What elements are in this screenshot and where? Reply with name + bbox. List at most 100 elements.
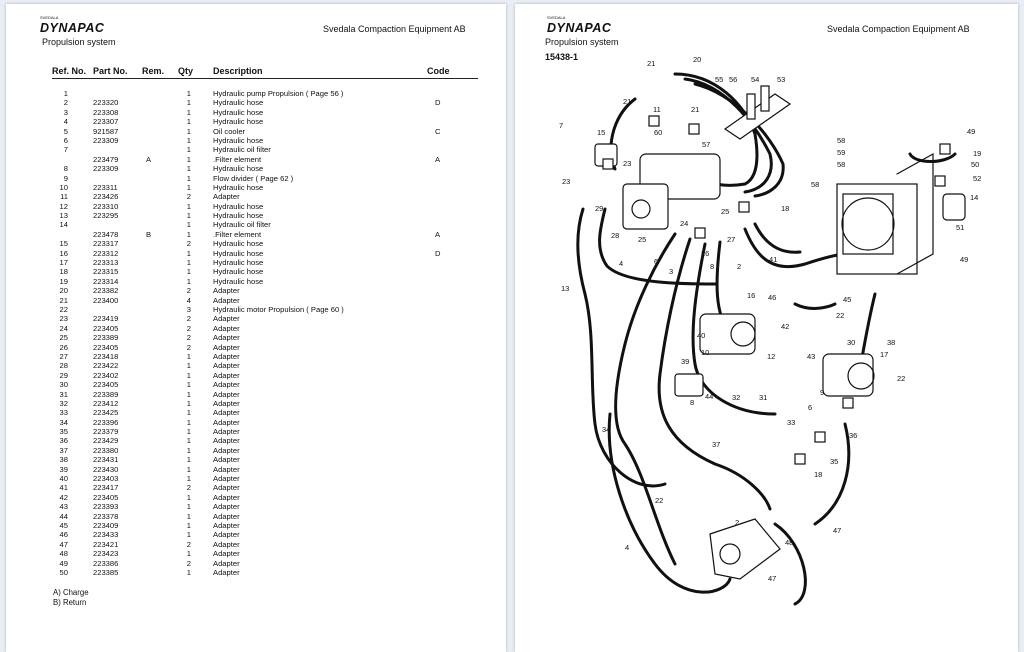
part-no-cell: 223479 — [93, 154, 119, 164]
ref-no-cell: 36 — [59, 436, 68, 446]
part-no-cell: 223412 — [93, 398, 119, 408]
description-cell: Hydraulic hose — [213, 239, 264, 249]
quantity-cell: 1 — [186, 474, 191, 484]
ref-no-cell: 23 — [59, 314, 68, 324]
part-no-cell: 921587 — [93, 126, 119, 136]
quantity-cell: 2 — [186, 192, 191, 202]
ref-no-cell: 39 — [59, 464, 68, 474]
description-cell: Adapter — [213, 389, 240, 399]
part-no-cell: 223418 — [93, 351, 119, 361]
description-cell: Hydraulic hose — [213, 258, 264, 268]
callout-label: 8 — [690, 398, 694, 407]
ref-no-cell: 50 — [59, 567, 68, 577]
part-no-cell: 223430 — [93, 464, 119, 474]
part-no-cell: 223295 — [93, 211, 119, 221]
description-cell: Adapter — [213, 464, 240, 474]
part-no-cell: 223405 — [93, 380, 119, 390]
callout-label: 4 — [625, 543, 629, 552]
description-cell: Oil cooler — [213, 126, 246, 136]
part-no-cell: 223433 — [93, 530, 119, 540]
callout-label: 10 — [701, 348, 709, 357]
callout-label: 30 — [847, 338, 855, 347]
header-rule — [52, 78, 478, 79]
callout-label: 47 — [768, 574, 776, 583]
part-no-cell: 223385 — [93, 567, 119, 577]
callout-label: 22 — [836, 311, 844, 320]
description-cell: Adapter — [213, 351, 240, 361]
part-no-cell: 223396 — [93, 417, 119, 427]
callout-label: 58 — [837, 136, 845, 145]
description-cell: Adapter — [213, 558, 240, 568]
description-cell: Adapter — [213, 549, 240, 559]
description-cell: Hydraulic oil filter — [213, 145, 271, 155]
callout-label: 28 — [611, 231, 619, 240]
callout-label: 36 — [849, 431, 857, 440]
callout-label: 3 — [669, 267, 673, 276]
ref-no-cell: 37 — [59, 445, 68, 455]
ref-no-cell: 16 — [59, 248, 68, 258]
callout-label: 26 — [701, 249, 709, 258]
quantity-cell: 2 — [186, 239, 191, 249]
section-title: Propulsion system — [42, 37, 116, 47]
callout-label: 11 — [653, 105, 661, 114]
callout-label: 23 — [623, 159, 631, 168]
ref-no-cell: 11 — [60, 192, 68, 202]
remark-cell: A — [146, 154, 152, 164]
callout-label: 20 — [693, 55, 701, 64]
ref-no-cell: 27 — [59, 351, 68, 361]
callout-label: 25 — [638, 235, 646, 244]
callout-label: 57 — [702, 140, 710, 149]
quantity-cell: 2 — [186, 333, 191, 343]
callout-label: 19 — [973, 149, 981, 158]
callout-label: 35 — [830, 457, 838, 466]
ref-no-cell: 26 — [59, 342, 68, 352]
ref-no-cell: 1 — [63, 89, 68, 98]
callout-label: 44 — [705, 392, 713, 401]
ref-no-cell: 14 — [59, 220, 68, 230]
header-qty: Qty — [178, 66, 194, 76]
code-cell: D — [435, 248, 441, 258]
description-cell: Hydraulic hose — [213, 248, 264, 258]
header-part: Part No. — [93, 66, 128, 76]
quantity-cell: 1 — [186, 135, 191, 145]
quantity-cell: 1 — [186, 445, 191, 455]
quantity-cell: 1 — [186, 201, 191, 211]
quantity-cell: 1 — [186, 211, 191, 221]
callout-label: 31 — [759, 393, 767, 402]
quantity-cell: 1 — [186, 89, 191, 98]
note-return: B) Return — [53, 598, 87, 607]
description-cell: Adapter — [213, 370, 240, 380]
quantity-cell: 1 — [186, 511, 191, 521]
part-no-cell: 223429 — [93, 436, 119, 446]
code-cell: A — [435, 229, 441, 239]
description-cell: Hydraulic motor Propulsion ( Page 60 ) — [213, 304, 344, 314]
description-cell: Adapter — [213, 539, 240, 549]
description-cell: Adapter — [213, 427, 240, 437]
note-charge: A) Charge — [53, 588, 89, 597]
quantity-cell: 1 — [186, 267, 191, 277]
description-cell: Adapter — [213, 455, 240, 465]
quantity-cell: 2 — [186, 558, 191, 568]
description-cell: Adapter — [213, 323, 240, 333]
callout-label: 54 — [751, 75, 759, 84]
ref-no-cell: 42 — [59, 492, 68, 502]
callout-label: 7 — [559, 121, 563, 130]
quantity-cell: 1 — [186, 436, 191, 446]
part-no-cell: 223422 — [93, 361, 119, 371]
quantity-cell: 1 — [186, 492, 191, 502]
